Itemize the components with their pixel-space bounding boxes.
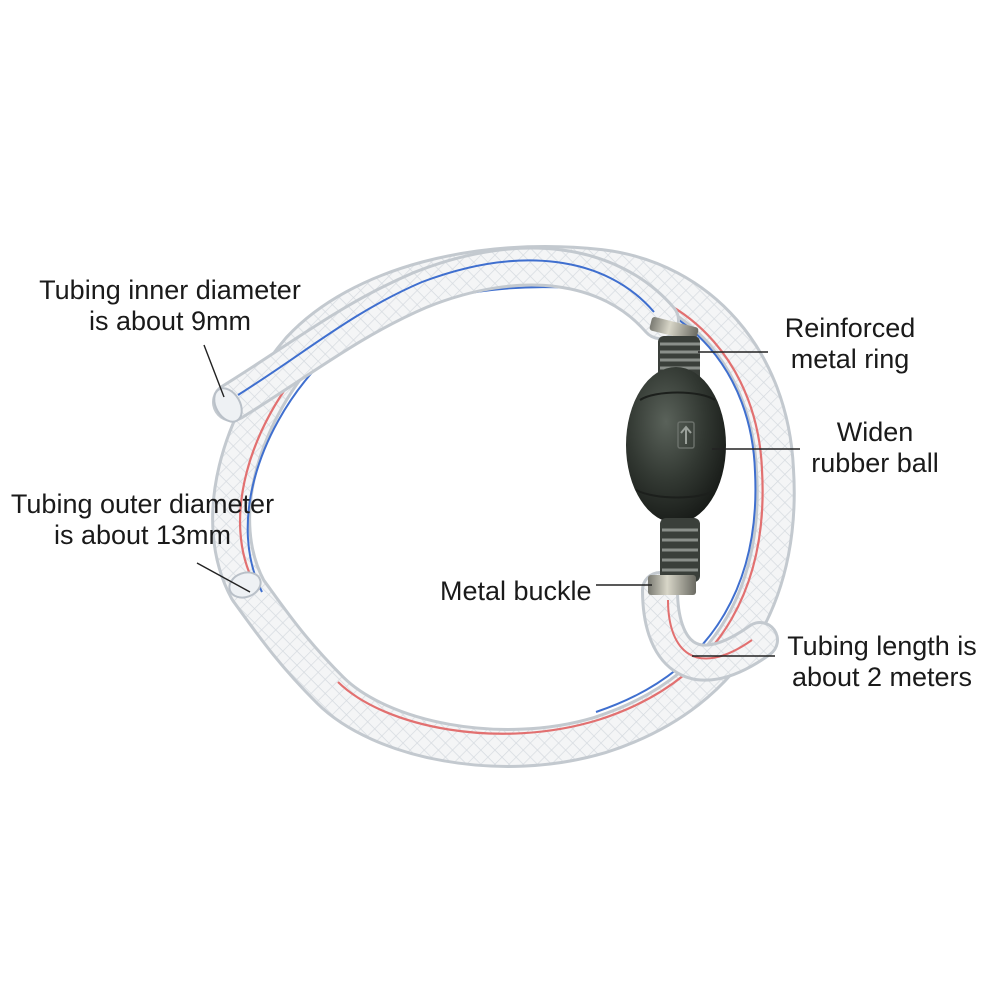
inner-diameter-label: Tubing inner diameter is about 9mm xyxy=(20,275,320,337)
inner-diameter-tube-end xyxy=(213,387,243,423)
outer-diameter-tube-end xyxy=(228,571,262,599)
metal-ring-top xyxy=(649,317,699,341)
leader-lines xyxy=(196,344,800,657)
outer-diameter-label-line1: Tubing outer diameter xyxy=(10,489,275,519)
metal-buckle-clamp xyxy=(648,575,696,595)
rubber-ball-label-line2: rubber ball xyxy=(811,448,939,478)
pump-assembly xyxy=(626,317,726,595)
rubber-ball xyxy=(626,367,726,523)
metal-buckle-label-line1: Metal buckle xyxy=(440,576,592,606)
tubing-length-label-line2: about 2 meters xyxy=(791,662,973,692)
rubber-ball-label: Widen rubber ball xyxy=(800,417,950,479)
metal-ring-label-line2: metal ring xyxy=(790,344,910,374)
metal-buckle-label: Metal buckle xyxy=(440,576,610,607)
inner-diameter-label-line2: is about 9mm xyxy=(88,306,252,336)
metal-ring-label: Reinforced metal ring xyxy=(770,313,930,375)
inner-diameter-label-line1: Tubing inner diameter xyxy=(39,275,301,305)
outer-diameter-label-line2: is about 13mm xyxy=(53,520,232,550)
leader-line-inner xyxy=(203,344,225,398)
outer-diameter-label: Tubing outer diameter is about 13mm xyxy=(0,489,285,551)
tubing-length-label-line1: Tubing length is xyxy=(787,631,977,661)
metal-ring-label-line1: Reinforced xyxy=(784,313,916,343)
tube-front-loop xyxy=(212,246,779,682)
arrow-icon xyxy=(677,421,695,449)
tubing-length-label: Tubing length is about 2 meters xyxy=(772,631,992,693)
rubber-ball-label-line1: Widen xyxy=(836,417,914,447)
leader-line-outer xyxy=(196,562,251,593)
